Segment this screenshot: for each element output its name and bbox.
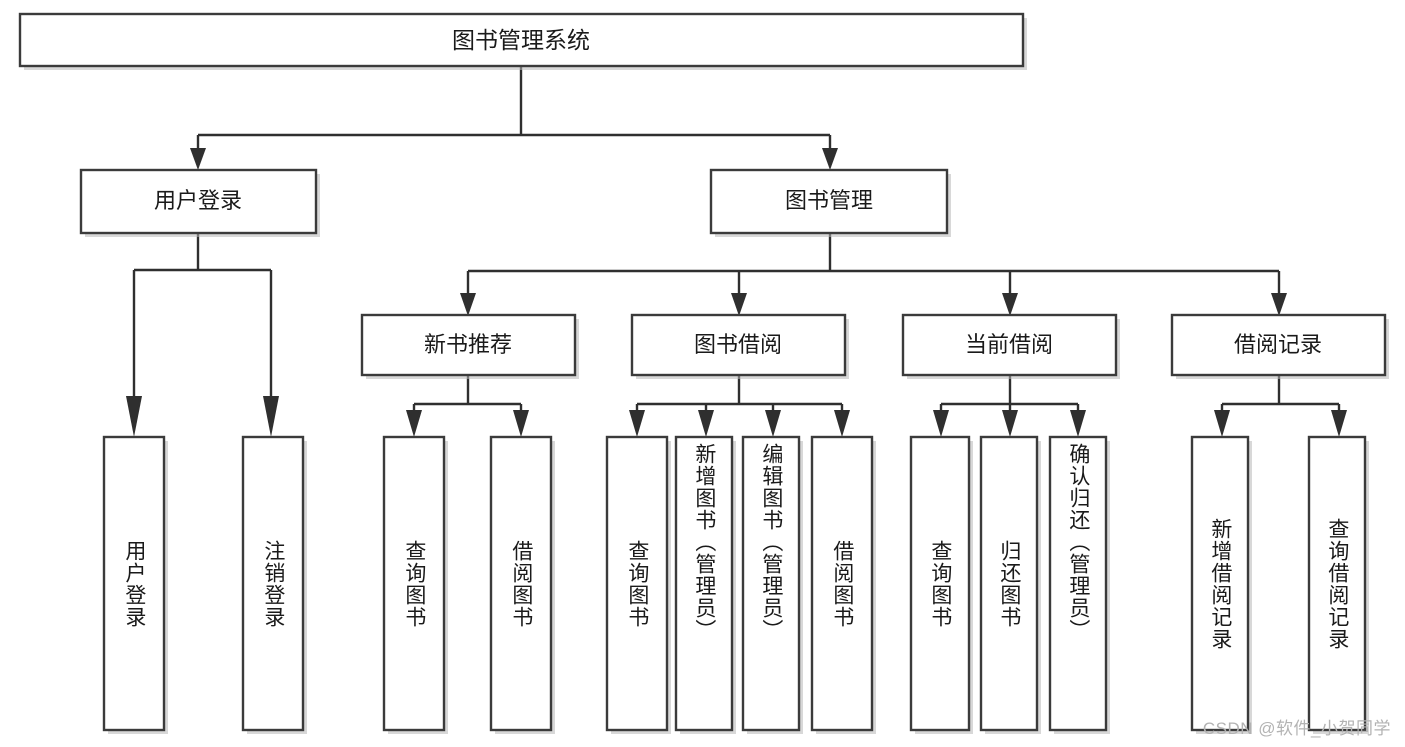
node-label-book-management: 图书管理: [785, 188, 873, 213]
node-leaf-borrow-add[interactable]: [674, 435, 734, 732]
node-leaf-current-confirm[interactable]: [1048, 435, 1108, 732]
node-borrow-record[interactable]: [1170, 313, 1387, 377]
node-book-borrow[interactable]: [630, 313, 847, 377]
node-label-book-borrow: 图书借阅: [694, 332, 782, 357]
node-label-current-borrow: 当前借阅: [965, 332, 1053, 357]
node-label-user-login: 用户登录: [154, 188, 242, 213]
node-leaf-current-query[interactable]: [909, 435, 971, 732]
node-leaf-borrow-edit[interactable]: [741, 435, 801, 732]
arrow-borrow-leaf2: [698, 410, 714, 437]
node-leaf-borrow-query[interactable]: [605, 435, 669, 732]
arrow-record-leaf1: [1214, 410, 1230, 437]
arrow-borrow-leaf4: [834, 410, 850, 437]
node-leaf-user-logout[interactable]: [241, 435, 305, 732]
connector-layer: [126, 66, 1347, 437]
node-leaf-record-query[interactable]: [1307, 435, 1367, 732]
node-leaf-newbook-query[interactable]: [382, 435, 446, 732]
arrow-to-book-management: [822, 148, 838, 170]
arrow-to-current-borrow: [1002, 293, 1018, 316]
node-book-management-system[interactable]: [18, 12, 1025, 68]
arrow-to-borrow-record: [1271, 293, 1287, 316]
node-book-management[interactable]: [709, 168, 949, 235]
node-label-borrow-record: 借阅记录: [1234, 332, 1322, 357]
arrow-current-leaf2: [1002, 410, 1018, 437]
arrow-user-leaf1: [126, 396, 142, 437]
arrow-newbook-leaf2: [513, 410, 529, 437]
node-label-new-book-recommend: 新书推荐: [424, 332, 512, 357]
watermark-csdn: CSDN @软件_小贺同学: [1202, 719, 1391, 738]
arrow-to-book-borrow: [731, 293, 747, 316]
arrow-to-new-book: [460, 293, 476, 316]
arrow-borrow-leaf1: [629, 410, 645, 437]
node-current-borrow[interactable]: [901, 313, 1118, 377]
node-label-root: 图书管理系统: [452, 27, 590, 53]
node-leaf-borrow-borrow[interactable]: [810, 435, 874, 732]
arrow-record-leaf2: [1331, 410, 1347, 437]
node-leaf-newbook-borrow[interactable]: [489, 435, 553, 732]
arrow-to-user-login: [190, 148, 206, 170]
node-user-login[interactable]: [79, 168, 318, 235]
node-new-book-recommend[interactable]: [360, 313, 577, 377]
arrow-newbook-leaf1: [406, 410, 422, 437]
node-leaf-user-login[interactable]: [102, 435, 166, 732]
node-leaf-current-return[interactable]: [979, 435, 1039, 732]
arrow-borrow-leaf3: [765, 410, 781, 437]
node-leaf-record-add[interactable]: [1190, 435, 1250, 732]
arrow-user-leaf2: [263, 396, 279, 437]
arrow-current-leaf1: [933, 410, 949, 437]
arrow-current-leaf3: [1070, 410, 1086, 437]
node-layer: 图书管理系统 用户登录 图书管理 新书推荐 图书借阅 当前借阅 借阅记录: [18, 12, 1389, 734]
